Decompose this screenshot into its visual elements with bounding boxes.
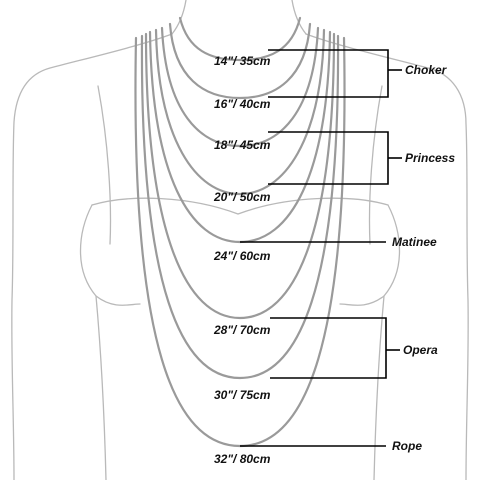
right-bust-outline (339, 204, 401, 306)
style-brackets (240, 49, 402, 447)
length-label-20in: 20"/ 50cm (213, 190, 271, 204)
length-label-30in: 30"/ 75cm (214, 388, 271, 402)
right-torso-outline (373, 295, 385, 480)
right-shoulder-outline (305, 33, 469, 480)
length-label-18in: 18"/ 45cm (214, 138, 271, 152)
right-armpit-outline (368, 85, 383, 245)
style-label-rope: Rope (392, 439, 422, 453)
body-silhouette (11, 0, 469, 480)
chain-16in (168, 22, 312, 100)
princess-bracket (268, 131, 402, 185)
length-labels: 14"/ 35cm 16"/ 40cm 18"/ 45cm 20"/ 50cm … (213, 54, 271, 466)
bust-line-outline (91, 197, 389, 215)
left-shoulder-outline (11, 33, 173, 480)
choker-bracket (268, 49, 402, 98)
style-labels: Choker Princess Matinee Opera Rope (392, 63, 455, 453)
opera-bracket (270, 317, 400, 379)
chain-18in (160, 26, 320, 148)
length-label-16in: 16"/ 40cm (214, 97, 271, 111)
length-label-28in: 28"/ 70cm (213, 323, 271, 337)
length-label-32in: 32"/ 80cm (214, 452, 271, 466)
style-label-choker: Choker (405, 63, 448, 77)
neck-left-outline (171, 0, 187, 35)
chain-14in (178, 16, 302, 62)
necklace-chains (134, 16, 346, 448)
chain-20in (154, 28, 326, 196)
neck-right-outline (291, 0, 307, 35)
chain-28in (144, 32, 336, 320)
length-label-24in: 24"/ 60cm (213, 249, 271, 263)
style-label-matinee: Matinee (392, 235, 437, 249)
style-label-princess: Princess (405, 151, 455, 165)
left-armpit-outline (97, 85, 112, 245)
length-label-14in: 14"/ 35cm (214, 54, 271, 68)
style-label-opera: Opera (403, 343, 438, 357)
left-bust-outline (79, 204, 141, 306)
chain-30in (140, 34, 340, 380)
left-torso-outline (95, 295, 107, 480)
